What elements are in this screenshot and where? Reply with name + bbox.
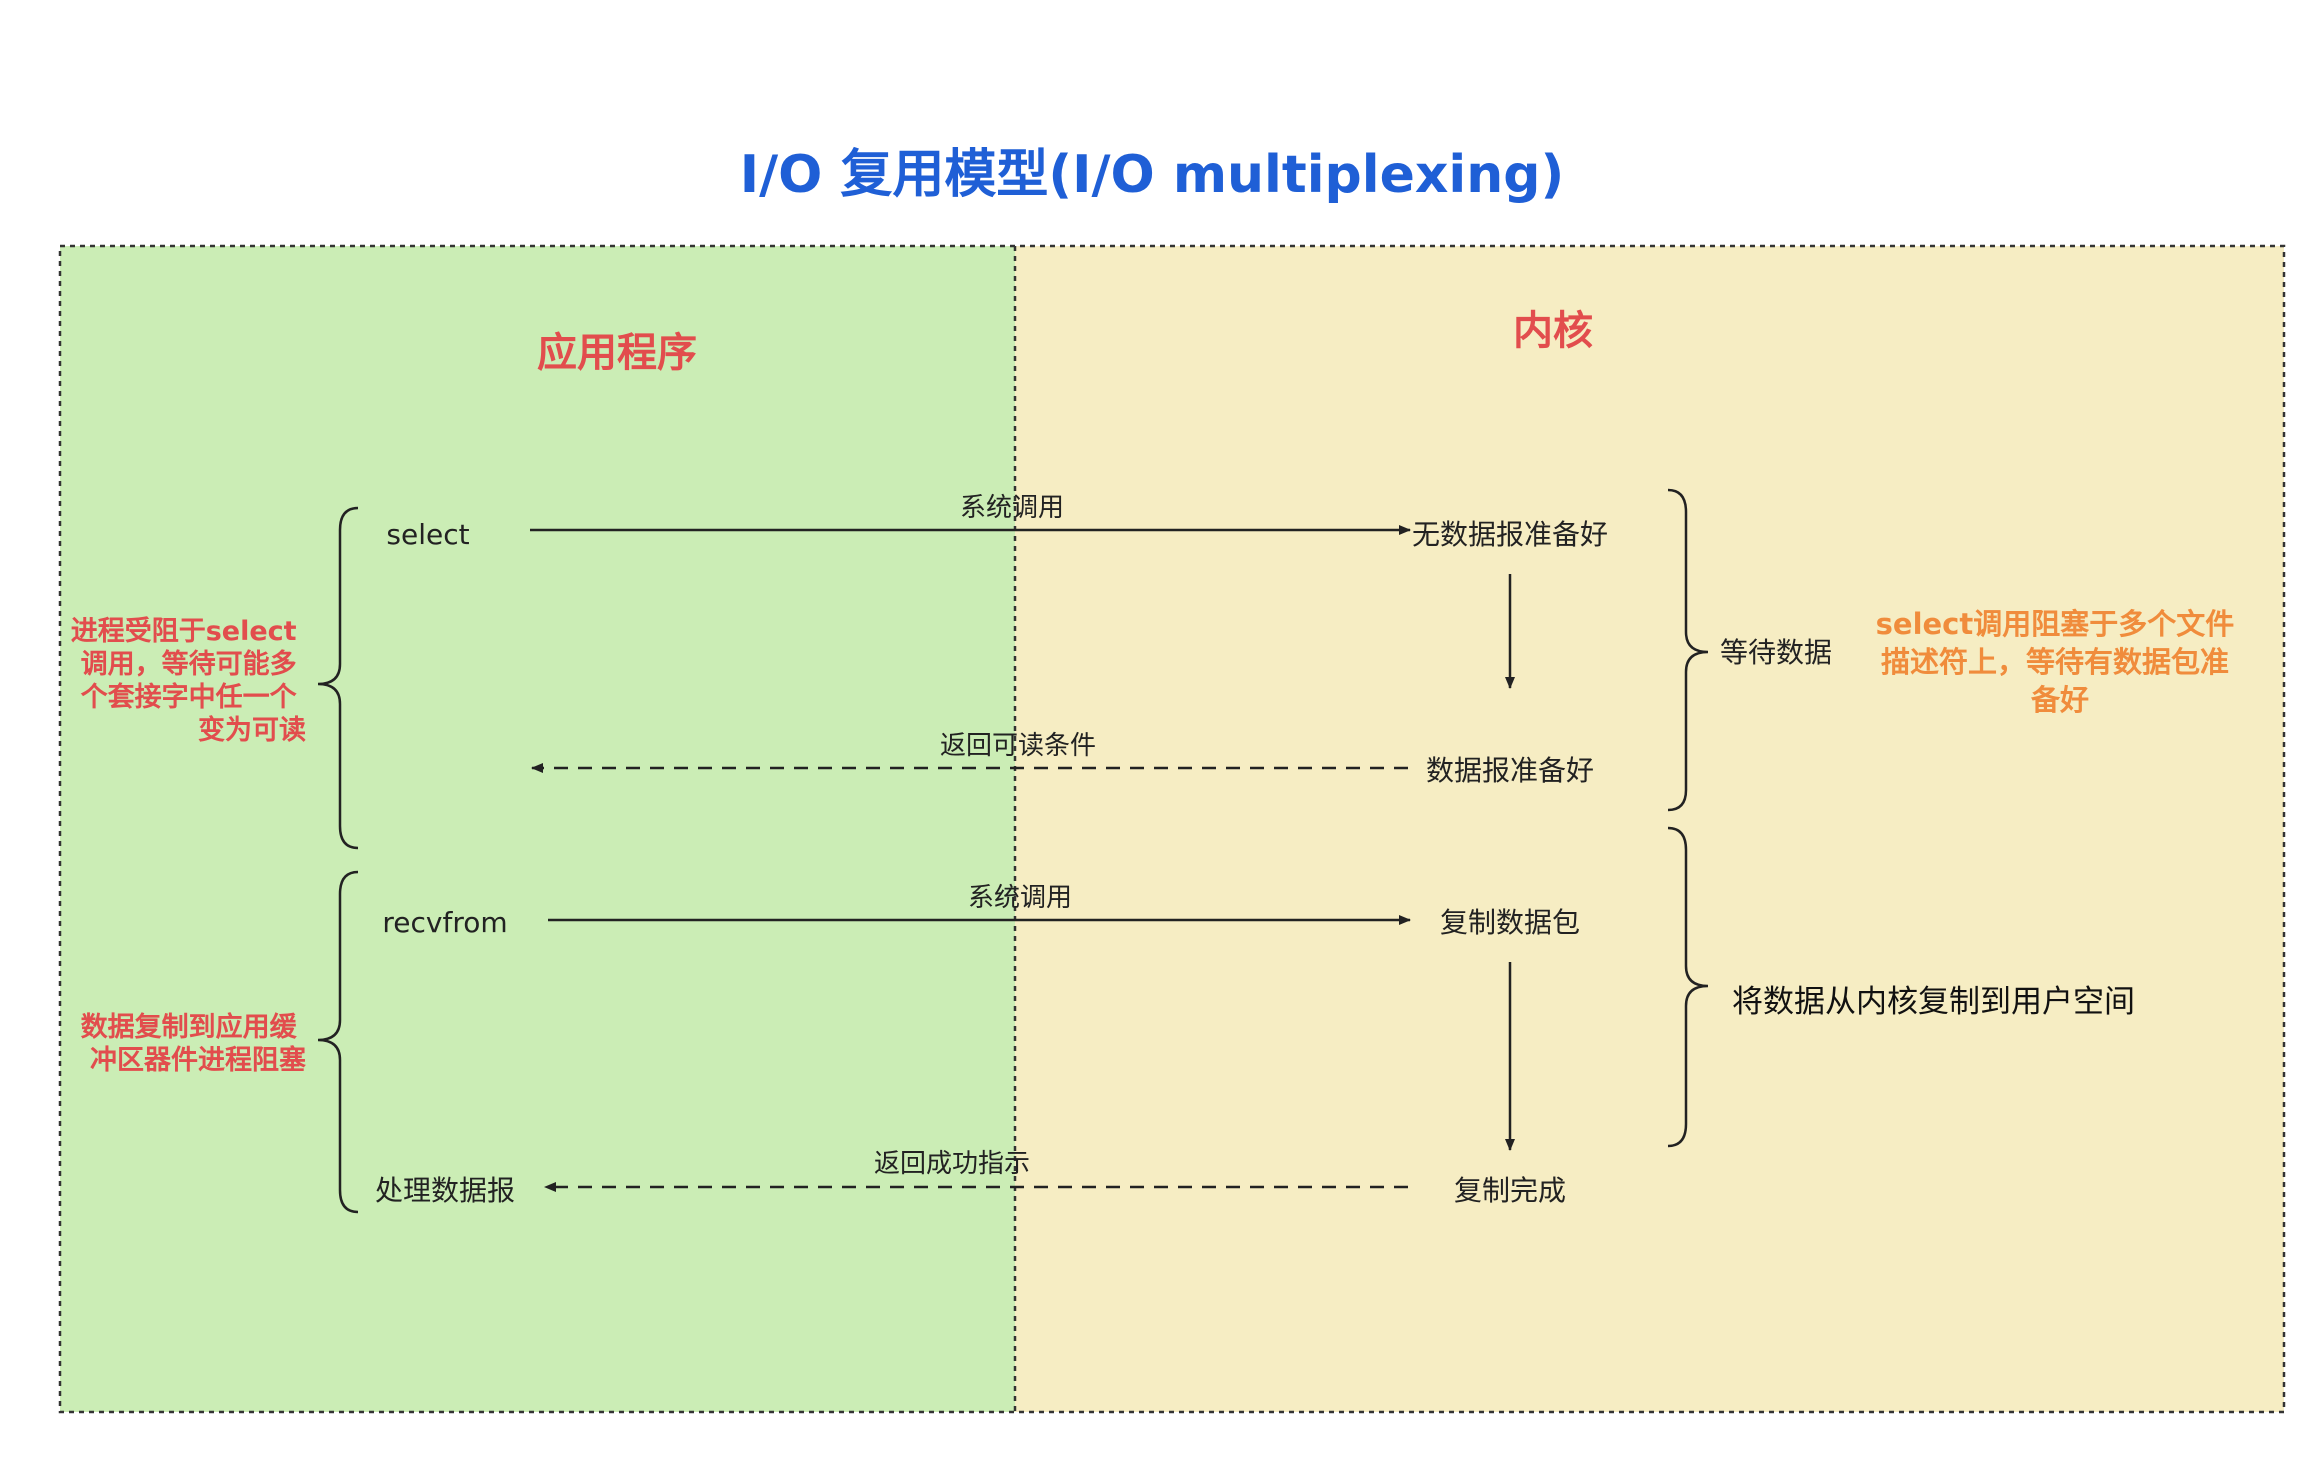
note-select-desc-line: 备好 [2030, 683, 2089, 717]
node-copy-packet: 复制数据包 [1440, 906, 1580, 939]
note-select-block-line: 调用，等待可能多 [81, 648, 297, 680]
note-select-desc-line: select调用阻塞于多个文件 [1876, 607, 2235, 641]
label-return-success: 返回成功指示 [874, 1149, 1030, 1179]
note-select-desc-line: 描述符上，等待有数据包准 [1881, 645, 2229, 679]
note-copy-block: 数据复制到应用缓 冲区器件进程阻塞 [81, 1011, 306, 1076]
left-brace-select [317, 506, 359, 850]
node-process-datagram: 处理数据报 [375, 1174, 515, 1207]
kernel-panel [1015, 246, 2284, 1412]
node-no-data-ready: 无数据报准备好 [1412, 518, 1608, 551]
node-copy-done: 复制完成 [1454, 1174, 1566, 1207]
label-return-readable: 返回可读条件 [940, 731, 1096, 761]
right-brace-wait [1667, 488, 1709, 812]
app-panel [60, 246, 1015, 1412]
label-syscall-2: 系统调用 [968, 883, 1072, 913]
node-select: select [386, 518, 469, 551]
label-copy-to-user: 将数据从内核复制到用户空间 [1732, 984, 2135, 1020]
kernel-panel-label: 内核 [1513, 308, 1593, 354]
note-select-block-line: 进程受阻于select [71, 615, 297, 647]
label-wait-data: 等待数据 [1720, 636, 1832, 669]
note-copy-block-line: 数据复制到应用缓 [81, 1011, 298, 1043]
note-select-block-line: 变为可读 [198, 714, 306, 746]
note-copy-block-line: 冲区器件进程阻塞 [90, 1044, 306, 1076]
note-select-desc: select调用阻塞于多个文件 描述符上，等待有数据包准 备好 [1876, 607, 2245, 717]
diagram-title: I/O 复用模型(I/O multiplexing) [740, 145, 1564, 205]
outer-border [58, 244, 2286, 1414]
right-brace-copy [1667, 826, 1709, 1148]
node-recvfrom: recvfrom [382, 906, 507, 939]
note-select-block: 进程受阻于select 调用，等待可能多 个套接字中任一个 变为可读 [71, 615, 306, 746]
node-data-ready: 数据报准备好 [1426, 754, 1594, 787]
label-syscall-1: 系统调用 [960, 493, 1064, 523]
note-select-block-line: 个套接字中任一个 [81, 681, 298, 713]
left-brace-recvfrom [317, 870, 359, 1214]
app-panel-label: 应用程序 [537, 330, 697, 376]
